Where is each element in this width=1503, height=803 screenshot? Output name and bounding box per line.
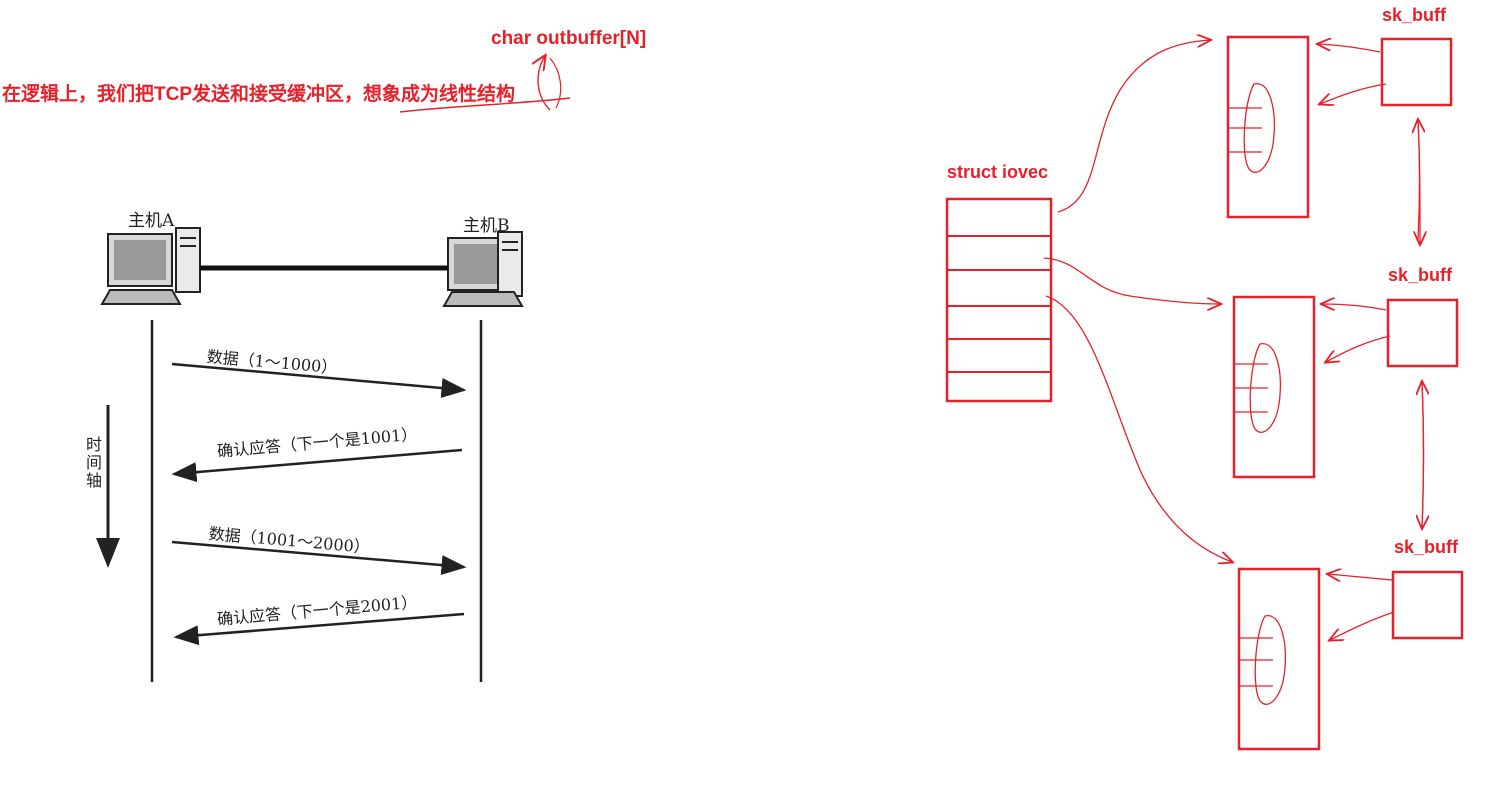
skbuff-box-1 <box>1380 37 1453 107</box>
host-b-computer-icon <box>442 231 524 307</box>
skbuff-linked-list-arrows <box>1418 120 1424 528</box>
host-a-computer-icon <box>100 227 201 305</box>
iovec-label: struct iovec <box>947 162 1049 182</box>
linear-structure-note: 在逻辑上，我们把TCP发送和接受缓冲区，想象成为线性结构 <box>2 84 516 105</box>
message-arrow-3 <box>171 540 467 576</box>
message-arrow-4 <box>173 612 465 646</box>
iovec-array <box>945 197 1053 403</box>
message-arrow-2 <box>171 448 463 483</box>
message-arrow-1 <box>171 362 467 398</box>
time-axis-label: 时间轴 <box>83 436 102 490</box>
skbuff-label-1: sk_buff <box>1382 5 1447 25</box>
outbuffer-label: char outbuffer[N] <box>491 28 647 49</box>
host-a-label: 主机A <box>128 211 175 231</box>
skbuff-to-buffer-arrows <box>1318 44 1395 640</box>
host-b-label: 主机B <box>463 216 510 236</box>
outbuffer-pointer <box>399 56 571 113</box>
iovec-to-buffer-arrows <box>1043 40 1232 562</box>
buffer-block-3 <box>1237 567 1321 751</box>
skbuff-box-2 <box>1386 298 1459 368</box>
buffer-block-1 <box>1226 35 1310 219</box>
skbuff-label-2: sk_buff <box>1388 265 1453 285</box>
buffer-block-2 <box>1232 295 1316 479</box>
skbuff-label-3: sk_buff <box>1394 537 1459 557</box>
skbuff-box-3 <box>1391 570 1464 640</box>
